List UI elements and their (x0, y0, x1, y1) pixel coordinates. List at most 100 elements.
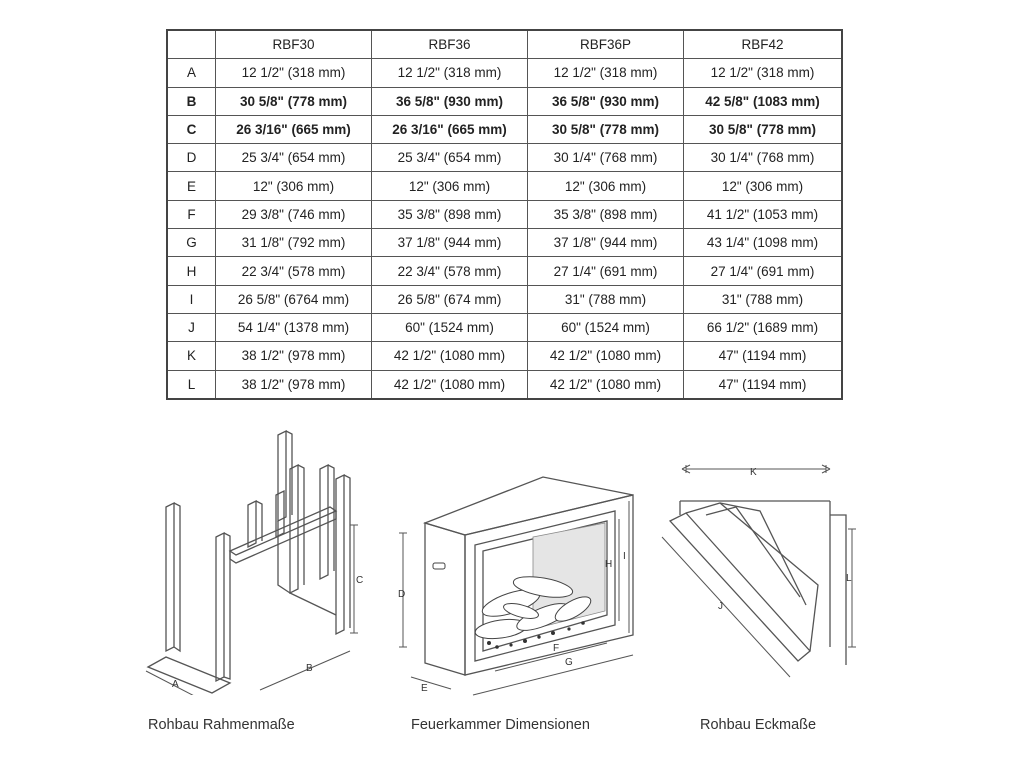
row-label: H (166, 256, 216, 286)
label-f: F (553, 643, 559, 654)
row-label: L (166, 369, 216, 400)
label-l: L (846, 573, 852, 584)
frame-diagram: A B C (145, 429, 363, 695)
table-cell: 25 3/4" (654 mm) (215, 143, 372, 173)
table-cell: 12" (306 mm) (527, 171, 684, 201)
table-cell: 29 3/8" (746 mm) (215, 199, 372, 230)
frame-post (277, 429, 287, 523)
table-cell: 25 3/4" (654 mm) (371, 143, 528, 173)
header-cell: RBF36 (371, 29, 528, 60)
corner-diagram: K J L (661, 464, 856, 678)
table-cell: 26 3/16" (665 mm) (215, 114, 372, 145)
table-cell: 30 5/8" (778 mm) (683, 114, 843, 145)
row-label: K (166, 341, 216, 371)
table-cell: 30 1/4" (768 mm) (527, 143, 684, 173)
table-cell: 41 1/2" (1053 mm) (683, 199, 843, 230)
dimension-line-e (410, 676, 452, 690)
table-cell: 60" (1524 mm) (371, 312, 528, 343)
table-cell: 35 3/8" (898 mm) (527, 199, 684, 230)
table-cell: 42 1/2" (1080 mm) (371, 369, 528, 400)
dimension-line-b (259, 650, 351, 691)
table-cell: 26 3/16" (665 mm) (371, 114, 528, 145)
control-knob-icon (432, 562, 446, 570)
label-j: J (718, 601, 723, 612)
table-cell: 36 5/8" (930 mm) (527, 86, 684, 116)
table-cell: 66 1/2" (1689 mm) (683, 312, 843, 343)
frame-bottom-plate (146, 656, 232, 694)
label-i: I (623, 551, 626, 562)
header-cell: RBF36P (527, 29, 684, 60)
header-cell: RBF42 (683, 29, 843, 60)
table-cell: 22 3/4" (578 mm) (371, 256, 528, 286)
row-label: I (166, 284, 216, 314)
table-cell: 27 1/4" (691 mm) (527, 256, 684, 286)
label-b: B (306, 663, 313, 674)
label-c: C (356, 575, 363, 586)
table-cell: 37 1/8" (944 mm) (371, 228, 528, 258)
corner-fireplace-front (668, 512, 811, 662)
dimension-line-f (494, 642, 608, 672)
frame-post (215, 531, 225, 683)
table-cell: 12 1/2" (318 mm) (527, 58, 684, 88)
header-cell: RBF30 (215, 29, 372, 60)
row-label: A (166, 58, 216, 88)
label-e: E (421, 683, 428, 694)
row-label: J (166, 312, 216, 343)
table-cell: 12 1/2" (318 mm) (371, 58, 528, 88)
table-cell: 37 1/8" (944 mm) (527, 228, 684, 258)
firebox-side (424, 522, 466, 676)
table-cell: 42 1/2" (1080 mm) (527, 341, 684, 371)
table-cell: 26 5/8" (674 mm) (371, 284, 528, 314)
table-cell: 60" (1524 mm) (527, 312, 684, 343)
table-cell: 31 1/8" (792 mm) (215, 228, 372, 258)
table-cell: 30 5/8" (778 mm) (527, 114, 684, 145)
caption-corner: Rohbau Eckmaße (700, 717, 817, 733)
table-cell: 12" (306 mm) (371, 171, 528, 201)
table-cell: 42 1/2" (1080 mm) (371, 341, 528, 371)
dimension-line-a (145, 670, 194, 695)
label-a: A (172, 679, 179, 690)
label-h: H (605, 559, 612, 570)
table-cell: 54 1/4" (1378 mm) (215, 312, 372, 343)
table-cell: 42 1/2" (1080 mm) (527, 369, 684, 400)
table-cell: 31" (788 mm) (527, 284, 684, 314)
header-cell (166, 29, 216, 60)
firebox-diagram: D E F G H I (398, 476, 634, 696)
row-label: G (166, 228, 216, 258)
table-cell: 47" (1194 mm) (683, 369, 843, 400)
dimension-line-j (661, 536, 791, 678)
row-label: D (166, 143, 216, 173)
log-set (474, 576, 592, 640)
caption-firebox: Feuerkammer Dimensionen (411, 717, 590, 733)
label-g: G (565, 657, 573, 668)
table-cell: 38 1/2" (978 mm) (215, 341, 372, 371)
label-d: D (398, 589, 405, 600)
table-cell: 12 1/2" (318 mm) (215, 58, 372, 88)
table-cell: 27 1/4" (691 mm) (683, 256, 843, 286)
table-cell: 36 5/8" (930 mm) (371, 86, 528, 116)
row-label: F (166, 199, 216, 230)
frame-post (165, 501, 175, 653)
table-cell: 31" (788 mm) (683, 284, 843, 314)
table-cell: 30 1/4" (768 mm) (683, 143, 843, 173)
row-label: C (166, 114, 216, 145)
label-k: K (750, 467, 757, 478)
table-header-row: RBF30 RBF36 RBF36P RBF42 (166, 29, 843, 60)
table-cell: 43 1/4" (1098 mm) (683, 228, 843, 258)
table-cell: 47" (1194 mm) (683, 341, 843, 371)
caption-frame: Rohbau Rahmenmaße (148, 717, 295, 733)
table-cell: 12" (306 mm) (683, 171, 843, 201)
row-label: B (166, 86, 216, 116)
table-cell: 42 5/8" (1083 mm) (683, 86, 843, 116)
